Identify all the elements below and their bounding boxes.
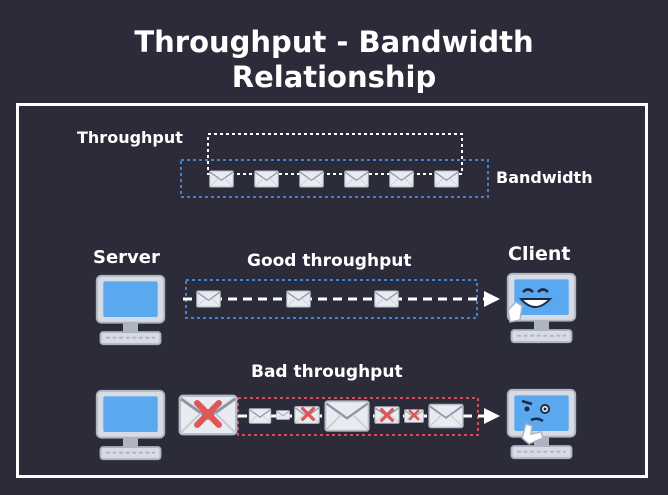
happy-client-icon bbox=[506, 272, 577, 344]
envelope-icon bbox=[299, 170, 324, 188]
failed-envelope-icon bbox=[374, 406, 400, 424]
good-flow-arrow bbox=[183, 291, 500, 307]
envelope-icon bbox=[209, 170, 234, 188]
throughput-label: Throughput bbox=[77, 128, 183, 147]
failed-envelope-icon bbox=[294, 405, 320, 425]
good-throughput-label: Good throughput bbox=[247, 251, 412, 271]
envelope-icon bbox=[248, 408, 272, 424]
title-line-2: Relationship bbox=[231, 60, 437, 94]
envelope-icon bbox=[389, 170, 414, 188]
envelope-icon bbox=[374, 290, 399, 308]
server-computer-icon bbox=[95, 389, 166, 461]
server-label: Server bbox=[93, 247, 160, 268]
envelope-icon bbox=[254, 170, 279, 188]
title-line-1: Throughput - Bandwidth bbox=[134, 25, 534, 59]
envelope-icon bbox=[434, 170, 459, 188]
envelope-icon bbox=[324, 400, 370, 432]
bandwidth-box bbox=[180, 159, 489, 198]
server-computer-icon bbox=[95, 274, 166, 346]
failed-envelope-icon bbox=[404, 409, 424, 423]
envelope-icon bbox=[276, 410, 290, 420]
failed-envelope-icon bbox=[178, 394, 238, 436]
confused-client-icon bbox=[506, 388, 577, 460]
bandwidth-label: Bandwidth bbox=[496, 168, 593, 187]
envelope-icon bbox=[344, 170, 369, 188]
envelope-icon bbox=[286, 290, 311, 308]
envelope-icon bbox=[428, 403, 464, 429]
throughput-box bbox=[207, 133, 463, 175]
client-label: Client bbox=[508, 243, 571, 265]
diagram-frame bbox=[16, 103, 648, 478]
bad-throughput-label: Bad throughput bbox=[251, 362, 403, 382]
envelope-icon bbox=[196, 290, 221, 308]
